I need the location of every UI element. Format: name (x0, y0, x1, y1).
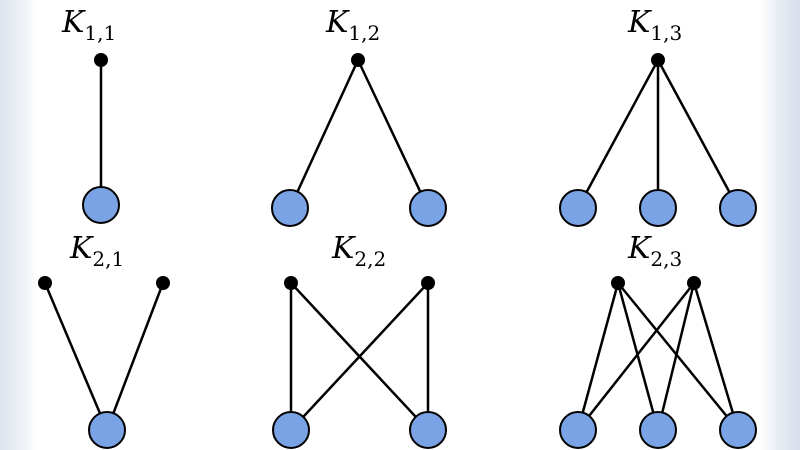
graph-k11 (82, 53, 120, 224)
bottom-vertex (82, 186, 120, 224)
bottom-vertex (719, 411, 757, 449)
edge (617, 282, 739, 431)
label-k23: K2,3 (627, 231, 682, 271)
label-k22-sub: 2,2 (354, 247, 386, 271)
bottom-vertex (639, 411, 677, 449)
label-k12-sub: 1,2 (348, 21, 380, 45)
label-k22-letter: K (331, 231, 356, 266)
label-k12-letter: K (325, 5, 350, 40)
bottom-vertex (559, 411, 597, 449)
bottom-vertex (409, 411, 447, 449)
label-k21-sub: 2,1 (92, 247, 124, 271)
top-vertex (421, 276, 435, 290)
label-k21: K2,1 (69, 231, 124, 271)
graph-k23 (559, 276, 757, 449)
label-k23-sub: 2,3 (650, 247, 682, 271)
label-k22: K2,2 (331, 231, 386, 271)
top-vertex (611, 276, 625, 290)
edge (288, 59, 360, 209)
label-k23-letter: K (627, 231, 652, 266)
graph-k12 (271, 53, 447, 227)
graph-k13 (559, 53, 757, 227)
top-vertex (351, 53, 365, 67)
top-vertex (651, 53, 665, 67)
right-edge-shade (760, 0, 800, 450)
label-k21-letter: K (69, 231, 94, 266)
top-vertex (687, 276, 701, 290)
edge (105, 282, 165, 431)
edge (356, 59, 430, 209)
edge (576, 282, 620, 431)
bottom-vertex (272, 411, 310, 449)
bottom-vertex (409, 189, 447, 227)
label-k13-letter: K (627, 5, 652, 40)
bottom-vertex (88, 411, 126, 449)
top-vertex (284, 276, 298, 290)
bottom-vertex (639, 189, 677, 227)
edge (577, 282, 695, 431)
bottom-vertex (719, 189, 757, 227)
edge (576, 59, 660, 209)
edge (656, 59, 740, 209)
top-vertex (94, 53, 108, 67)
edge (616, 282, 660, 431)
label-k12: K1,2 (325, 5, 380, 45)
top-vertex (156, 276, 170, 290)
top-vertex (38, 276, 52, 290)
edge (43, 282, 109, 431)
edge (656, 282, 696, 431)
edge (692, 282, 740, 431)
label-k11-sub: 1,1 (84, 21, 116, 45)
graph-k21 (38, 276, 170, 449)
bottom-vertex (271, 189, 309, 227)
edge (290, 282, 429, 431)
label-k11: K1,1 (61, 5, 116, 45)
label-k13-sub: 1,3 (650, 21, 682, 45)
label-k13: K1,3 (627, 5, 682, 45)
graph-k22 (272, 276, 447, 449)
left-edge-shade (0, 0, 38, 450)
bottom-vertex (559, 189, 597, 227)
label-k11-letter: K (61, 5, 86, 40)
